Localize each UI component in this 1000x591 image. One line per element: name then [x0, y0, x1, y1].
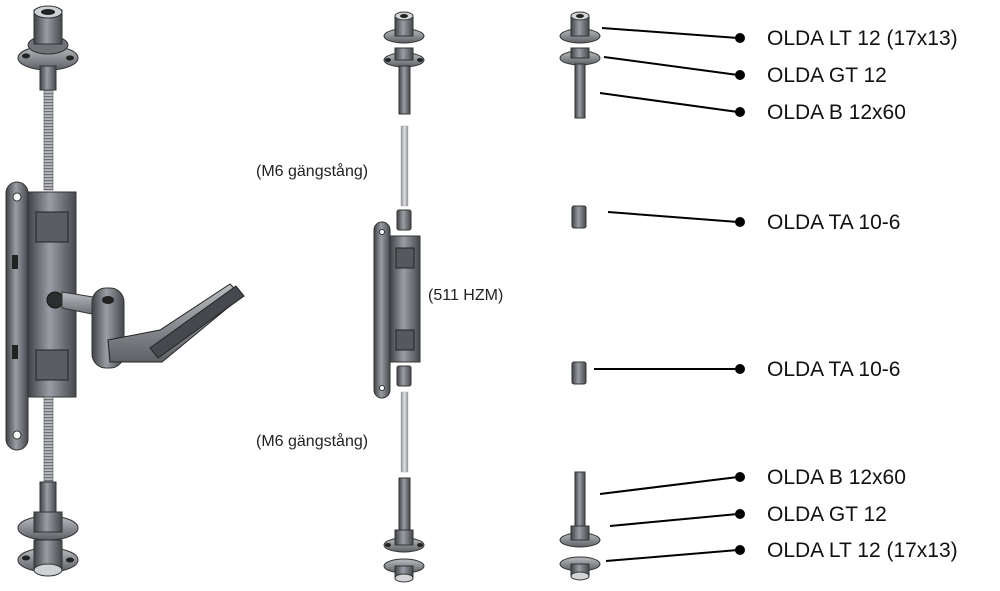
rod-top-label: (M6 gängstång): [256, 163, 369, 180]
keep-cup-bottom: [383, 558, 425, 583]
part-olda-ta-2: [571, 361, 587, 385]
keep-cup-top: [383, 11, 425, 44]
parts-column: [559, 11, 601, 581]
bottom-keep-assembled: [17, 481, 79, 577]
callout-olda-b-bottom: OLDA B 12x60: [767, 466, 906, 489]
threaded-rod-top-assembled: [43, 89, 54, 191]
callout-olda-ta-2: OLDA TA 10-6: [767, 358, 901, 381]
callout-olda-lt-top: OLDA LT 12 (17x13): [767, 27, 958, 50]
lock-body-label: (511 HZM): [428, 287, 504, 304]
part-olda-lt-top: [559, 11, 601, 44]
callout-olda-b-top: OLDA B 12x60: [767, 101, 906, 124]
bolt-bottom: [398, 477, 411, 531]
part-olda-lt-bottom: [559, 556, 601, 581]
part-olda-b-bottom: [574, 471, 586, 529]
adapter-top: [396, 209, 412, 231]
faceplate: [373, 221, 391, 399]
rod-bottom-label: (M6 gängstång): [256, 433, 369, 450]
guide-plate-bottom: [383, 529, 425, 553]
part-olda-gt-bottom: [559, 525, 601, 548]
faceplate-assembled: [5, 181, 29, 451]
assembled-espagnolette: [5, 5, 245, 577]
callout-olda-gt-bottom: OLDA GT 12: [767, 503, 887, 526]
leader-lines: [594, 27, 745, 562]
adapter-bottom: [396, 365, 412, 387]
threaded-rod-top: [400, 125, 409, 207]
guide-plate-top: [383, 47, 425, 68]
handle-assembled: [61, 283, 245, 369]
callout-olda-gt-top: OLDA GT 12: [767, 64, 887, 87]
part-olda-ta-1: [571, 205, 587, 229]
part-olda-b-top: [574, 63, 586, 119]
part-olda-gt-top: [559, 47, 601, 66]
threaded-rod-bottom: [400, 391, 409, 473]
callout-olda-ta-1: OLDA TA 10-6: [767, 211, 901, 234]
bolt-top: [398, 65, 411, 115]
top-keep-assembled: [17, 5, 79, 91]
callout-olda-lt-bottom: OLDA LT 12 (17x13): [767, 539, 958, 562]
exploded-column: [373, 11, 425, 583]
threaded-rod-bottom-assembled: [43, 396, 54, 488]
